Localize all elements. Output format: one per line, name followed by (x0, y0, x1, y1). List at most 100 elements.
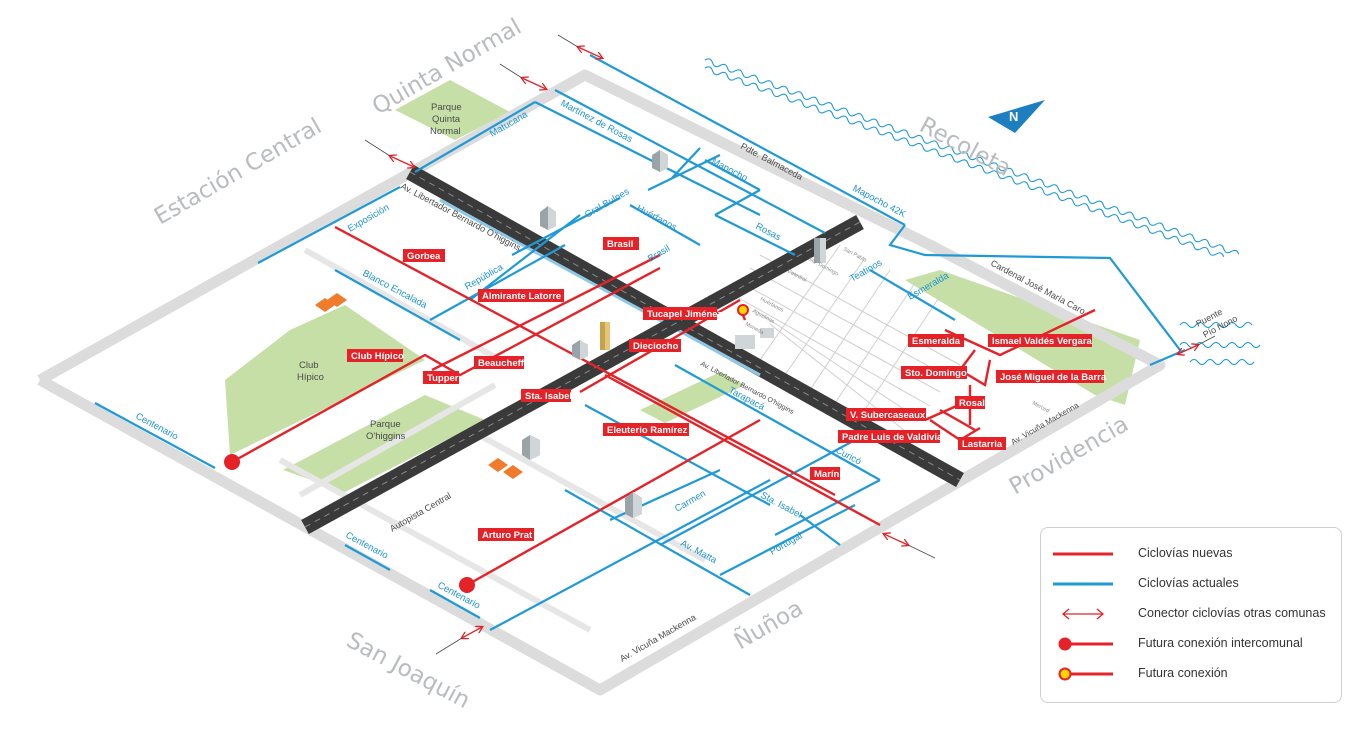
svg-text:Arturo Prat: Arturo Prat (482, 530, 533, 541)
yellow-dot-line-icon (1058, 667, 1113, 681)
tag-sta-isabel: Sta. Isabel (521, 389, 572, 402)
legend-label-intercomunal: Futura conexión intercomunal (1138, 636, 1303, 650)
tag-almirante: Almirante Latorre (478, 289, 564, 302)
svg-text:Rosal: Rosal (959, 398, 985, 409)
street-rosas: Rosas (754, 221, 783, 243)
svg-text:Brasil: Brasil (607, 239, 633, 250)
legend-item-connector: Conector ciclovías otras comunas (1041, 602, 1341, 626)
legend-label-new: Ciclovías nuevas (1138, 546, 1233, 560)
svg-text:Ismael Valdés Vergara: Ismael Valdés Vergara (992, 336, 1093, 347)
street-portugal: Portugal (768, 530, 804, 557)
tag-eleuterio: Eleuterio Ramírez (603, 423, 689, 436)
tag-ismael: Ismael Valdés Vergara (988, 334, 1093, 347)
tag-gorbea: Gorbea (403, 249, 445, 262)
street-autopista: Autopista Central (388, 491, 453, 534)
building-icon-1 (652, 150, 668, 172)
svg-text:Club Hípico: Club Hípico (351, 351, 404, 362)
parque-qn-label-2: Quinta (432, 114, 461, 125)
club-hipico-label-2: Hípico (297, 372, 324, 383)
street-san-pablo: San Pablo (842, 246, 867, 263)
tag-club-hipico: Club Hípico (347, 349, 404, 362)
comuna-providencia: Providencia (1005, 411, 1133, 500)
double-arrow-icon (1061, 608, 1105, 620)
legend-item-intercomunal: Futura conexión intercomunal (1041, 632, 1341, 656)
legend-item-current: Ciclovías actuales (1041, 572, 1341, 596)
legend-item-new: Ciclovías nuevas (1041, 542, 1341, 566)
svg-text:Eleuterio Ramírez: Eleuterio Ramírez (607, 425, 687, 436)
blue-line-icon (1053, 582, 1113, 586)
svg-text:Esmeralda: Esmeralda (912, 336, 961, 347)
svg-text:V. Subercaseaux: V. Subercaseaux (850, 410, 926, 421)
building-icon-3 (572, 340, 588, 360)
parque-qn-label-1: Parque (431, 102, 462, 113)
svg-text:Tupper: Tupper (427, 373, 459, 384)
svg-text:José Miguel de la Barra: José Miguel de la Barra (1000, 372, 1107, 383)
legend-item-future: Futura conexión (1041, 662, 1341, 686)
legend-label-future: Futura conexión (1138, 666, 1228, 680)
tag-arturo-prat: Arturo Prat (478, 528, 534, 541)
street-moneda: Moneda (744, 321, 765, 336)
svg-text:Beaucheff: Beaucheff (478, 358, 525, 369)
street-sta-isabel: Sta. Isabel (759, 490, 804, 521)
comuna-estacion-central: Estación Central (150, 113, 326, 230)
tag-esmeralda: Esmeralda (908, 334, 964, 347)
legend-label-current: Ciclovías actuales (1138, 576, 1239, 590)
street-merced: Merced (1031, 400, 1050, 414)
moneda-building (735, 328, 774, 349)
svg-text:Gorbea: Gorbea (407, 251, 441, 262)
future-intercomunal-dot-1 (224, 454, 240, 470)
building-icon-2 (540, 206, 556, 230)
svg-text:Lastarria: Lastarria (962, 439, 1003, 450)
street-gral-bulnes: Gral Bulnes (583, 186, 632, 220)
tag-subercaseaux: V. Subercaseaux (846, 408, 926, 421)
legend: Ciclovías nuevas Ciclovías actuales Cone… (1040, 527, 1342, 703)
street-huerfanos: Huérfanos (635, 203, 679, 233)
svg-text:Sta. Isabel: Sta. Isabel (525, 391, 572, 402)
svg-text:Dieciocho: Dieciocho (633, 341, 679, 352)
future-connection-dot (737, 304, 749, 316)
parque-qn-label-3: Normal (430, 126, 461, 137)
red-line-icon (1053, 552, 1113, 556)
tag-sto-domingo: Sto. Domingo (901, 366, 967, 379)
svg-text:Tucapel Jiménez: Tucapel Jiménez (647, 309, 723, 320)
svg-text:Sto. Domingo: Sto. Domingo (905, 368, 967, 379)
parque-oh-label-2: O'higgins (366, 431, 406, 442)
inner-roads (278, 247, 707, 633)
tag-tupper: Tupper (423, 371, 459, 384)
tower-icon-2 (814, 238, 826, 263)
tag-brasil: Brasil (603, 237, 639, 250)
street-catedral: Catedral (786, 268, 807, 283)
building-icon-5 (625, 492, 642, 518)
street-teatinos: Teatinos (848, 257, 884, 284)
street-martinez: Martínez de Rosas (559, 98, 635, 145)
house-icon-2 (488, 458, 523, 479)
svg-text:Padre Luis de Valdivia: Padre Luis de Valdivia (842, 432, 943, 443)
tag-beaucheff: Beaucheff (474, 356, 525, 369)
red-dot-line-icon (1058, 637, 1113, 651)
comuna-san-joaquin: San Joaquín (342, 627, 474, 714)
ciclovias-actuales (94, 54, 1186, 631)
autopista-central-highway (301, 214, 864, 535)
tag-padre-luis: Padre Luis de Valdivia (838, 430, 943, 443)
house-icon-1 (315, 293, 347, 312)
building-icon-4 (522, 435, 540, 460)
legend-label-connector: Conector ciclovías otras comunas (1138, 606, 1326, 620)
tag-dieciocho: Dieciocho (629, 339, 681, 352)
club-hipico-label-1: Club (299, 360, 319, 371)
tag-marin: Marín (810, 467, 840, 480)
parque-oh-label-1: Parque (370, 419, 401, 430)
tag-jose-miguel: José Miguel de la Barra (996, 370, 1107, 383)
street-carmen: Carmen (673, 488, 708, 514)
svg-text:Almirante Latorre: Almirante Latorre (482, 291, 561, 302)
parque-quinta-normal (395, 80, 510, 140)
club-hipico-park (225, 305, 425, 455)
street-mapocho: Mapocho (710, 156, 750, 184)
tag-tucapel: Tucapel Jiménez (643, 307, 723, 320)
tag-lastarria: Lastarria (958, 437, 1006, 450)
connector-arrows (390, 47, 1198, 638)
street-brasil: Brasil (646, 243, 672, 264)
tower-icon-1 (600, 322, 610, 350)
future-intercomunal-dot-2 (459, 577, 475, 593)
north-label: N (1009, 109, 1018, 124)
